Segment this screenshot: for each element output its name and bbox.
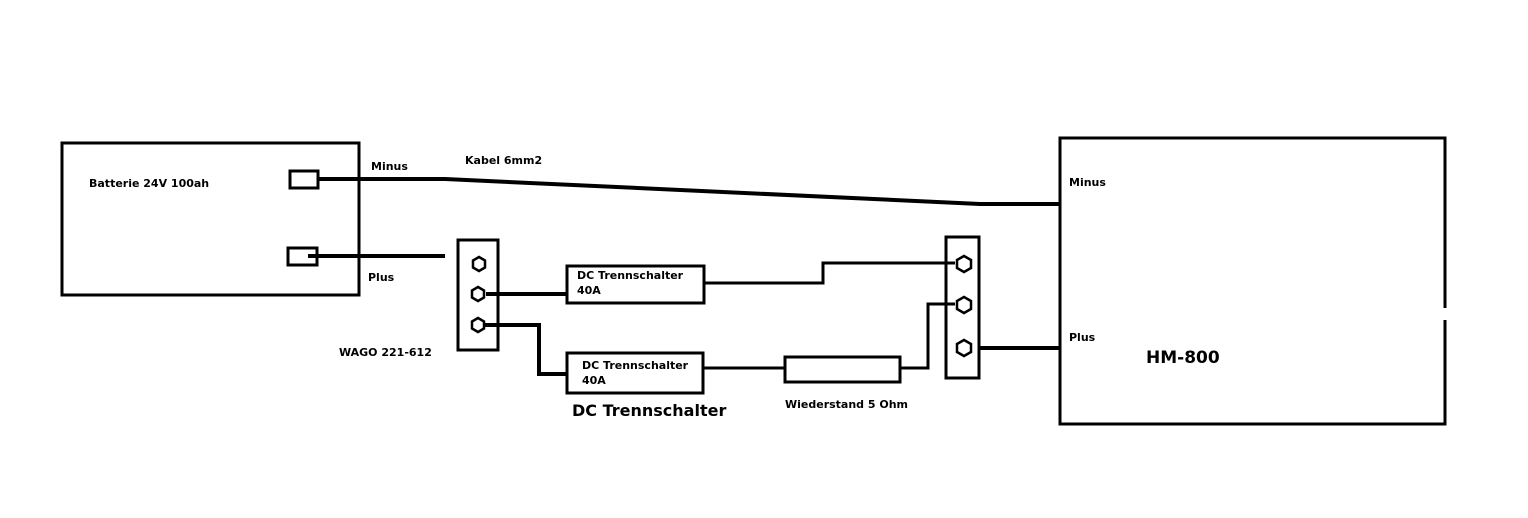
inverter-box <box>1058 136 1447 426</box>
battery-plus-label: Plus <box>368 271 395 284</box>
inverter-plus-label: Plus <box>1069 331 1096 344</box>
wire-switch1-to-terminal <box>704 261 955 285</box>
terminal-block-screw-1 <box>955 254 973 274</box>
terminal-block-screw-3 <box>955 338 973 358</box>
battery-label: Batterie 24V 100ah <box>89 177 209 190</box>
wago-terminal-2 <box>470 285 486 303</box>
battery-box <box>60 141 361 297</box>
wago-label: WAGO 221-612 <box>339 346 432 359</box>
terminal-block-screw-2 <box>955 295 973 315</box>
battery-minus-label: Minus <box>371 160 408 173</box>
inverter-minus-label: Minus <box>1069 176 1106 189</box>
dc-switch-2 <box>565 351 705 395</box>
inverter-label: HM-800 <box>1146 348 1220 368</box>
wire-resistor-to-terminal <box>900 302 955 370</box>
dc-switch-1-line2: 40A <box>577 284 601 297</box>
dc-switch-1-line1: DC Trennschalter <box>577 269 684 282</box>
wire-wago-to-switch2 <box>485 323 567 376</box>
cable-label: Kabel 6mm2 <box>465 154 542 167</box>
dc-switch-2-line1: DC Trennschalter <box>582 359 689 372</box>
minus-cable <box>318 177 1060 206</box>
dc-switch-2-line2: 40A <box>582 374 606 387</box>
terminal-block <box>944 235 981 380</box>
wago-terminal-3 <box>470 316 486 334</box>
wago-terminal-1 <box>471 255 487 273</box>
resistor-label: Wiederstand 5 Ohm <box>785 398 908 411</box>
dc-switch-caption: DC Trennschalter <box>572 401 726 420</box>
battery-minus-terminal <box>288 169 320 190</box>
resistor <box>783 355 902 384</box>
